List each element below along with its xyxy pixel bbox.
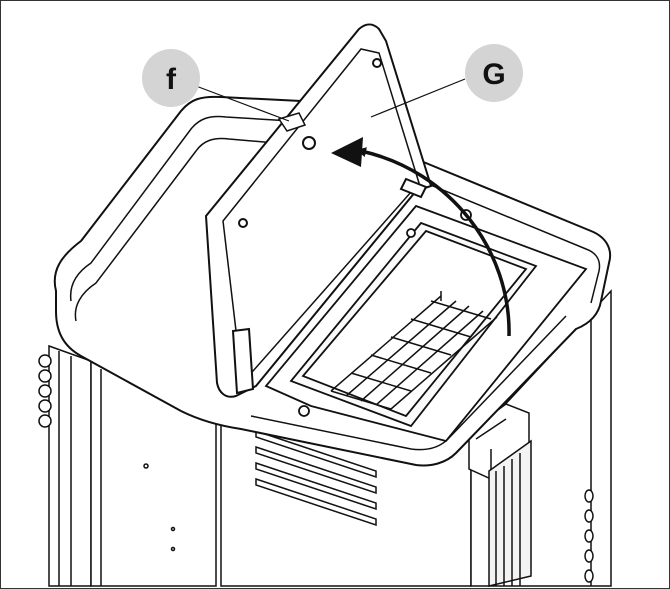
callout-g: G (465, 44, 523, 102)
leader-lines (195, 78, 466, 122)
callout-f-label: f (166, 63, 177, 96)
lid-handle (277, 112, 307, 132)
front-vent (255, 429, 377, 527)
hopper-grid (330, 291, 498, 410)
arrow-head (331, 137, 363, 167)
callout-g-label: G (482, 58, 505, 91)
curved-arrow-icon (356, 147, 511, 337)
callout-f-circle (142, 49, 200, 107)
callout-g-circle (465, 44, 523, 102)
hopper-lid-open (204, 23, 433, 398)
callout-f: f (142, 49, 200, 107)
